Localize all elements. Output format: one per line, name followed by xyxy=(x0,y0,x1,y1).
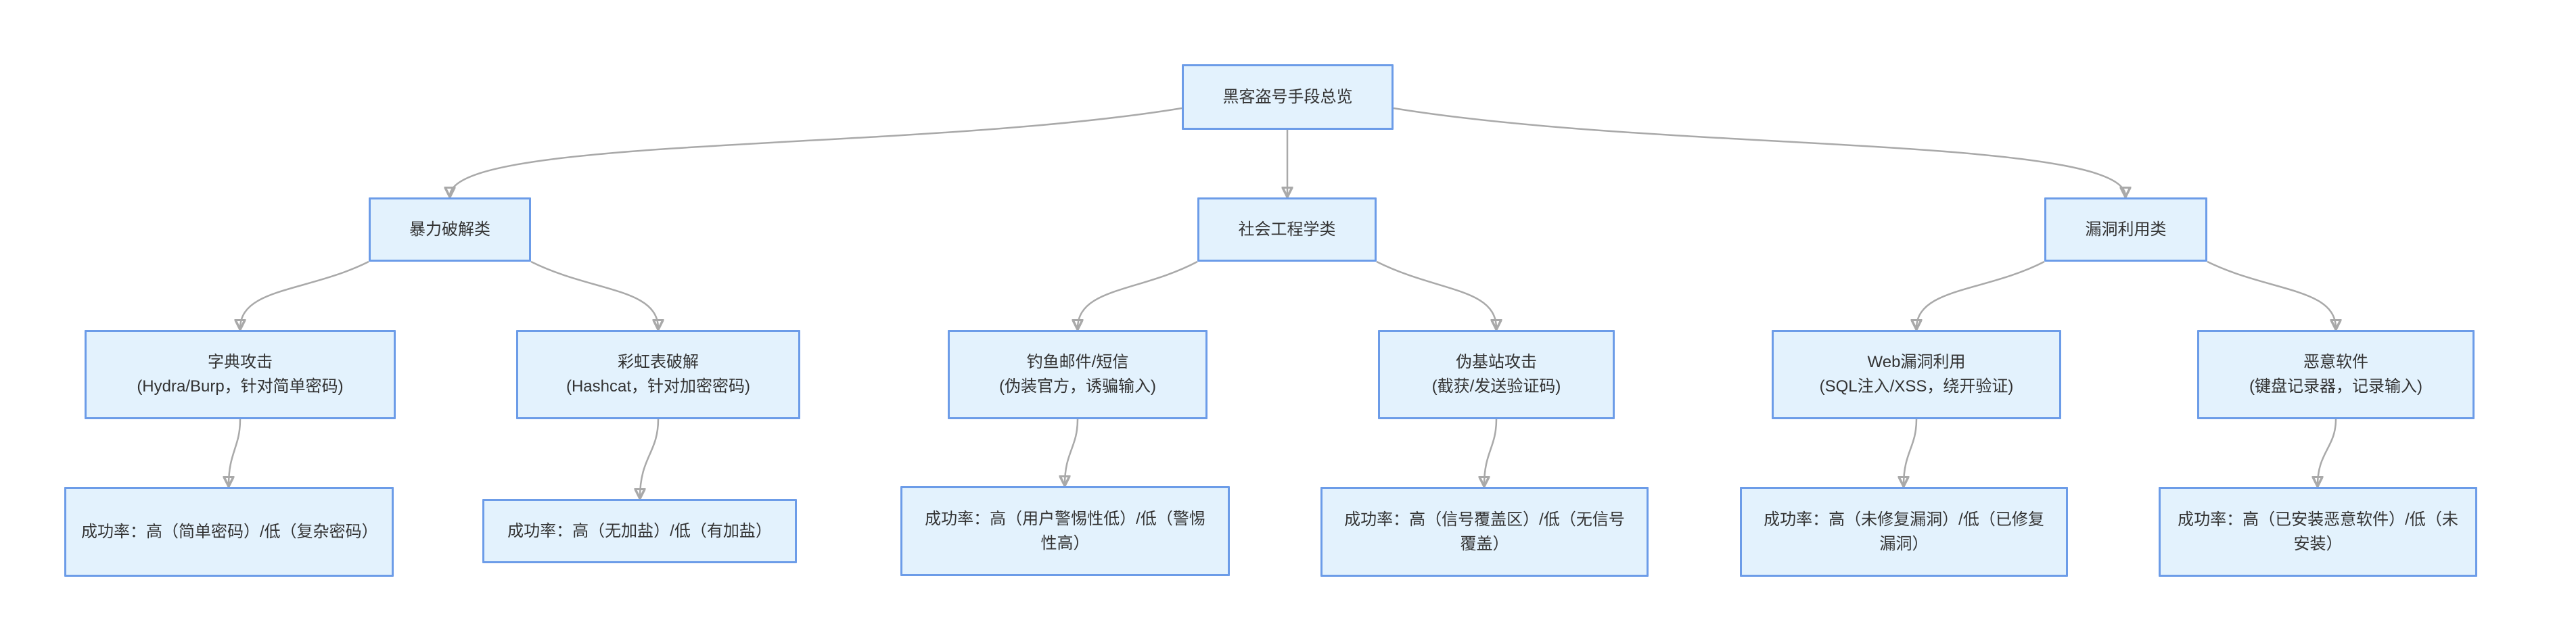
edge-vulnerability-to-malware xyxy=(2207,260,2336,329)
category-social-engineering-label: 社会工程学类 xyxy=(1238,220,1336,239)
method-fake-base-station-detail: (截获/发送验证码) xyxy=(1431,377,1561,396)
node-method-rainbow-table: 彩虹表破解 (Hashcat，针对加密密码) xyxy=(516,330,800,419)
success-dictionary-label: 成功率：高（简单密码）/低（复杂密码） xyxy=(81,522,378,541)
method-dictionary-attack-detail: (Hydra/Burp，针对简单密码) xyxy=(137,377,344,396)
method-dictionary-attack-name: 字典攻击 xyxy=(208,353,273,371)
node-category-vulnerability: 漏洞利用类 xyxy=(2044,197,2207,262)
edge-root-to-brute-force xyxy=(450,107,1182,196)
edge-brute-force-to-dictionary xyxy=(240,260,369,329)
edge-web-exploit-to-success xyxy=(1904,419,1918,485)
method-rainbow-table-detail: (Hashcat，针对加密密码) xyxy=(566,377,751,396)
method-web-exploit-name: Web漏洞利用 xyxy=(1867,353,1966,371)
method-rainbow-table-name: 彩虹表破解 xyxy=(618,353,699,371)
edge-fake-base-station-to-success xyxy=(1484,419,1498,485)
node-success-malware: 成功率：高（已安装恶意软件）/低（未安装） xyxy=(2159,487,2477,577)
node-success-web-exploit: 成功率：高（未修复漏洞）/低（已修复漏洞） xyxy=(1740,487,2068,577)
edge-social-to-fake-base-station xyxy=(1376,260,1496,329)
node-success-rainbow-table: 成功率：高（无加盐）/低（有加盐） xyxy=(482,499,797,563)
method-web-exploit-detail: (SQL注入/XSS，绕开验证) xyxy=(1819,377,2014,396)
category-brute-force-label: 暴力破解类 xyxy=(409,220,490,239)
node-success-fake-base-station: 成功率：高（信号覆盖区）/低（无信号覆盖） xyxy=(1320,487,1649,577)
success-malware-label: 成功率：高（已安装恶意软件）/低（未安装） xyxy=(2178,510,2458,553)
node-method-phishing: 钓鱼邮件/短信 (伪装官方，诱骗输入) xyxy=(948,330,1208,419)
node-method-dictionary-attack: 字典攻击 (Hydra/Burp，针对简单密码) xyxy=(85,330,396,419)
edge-rainbow-table-to-success xyxy=(640,419,660,498)
node-category-social-engineering: 社会工程学类 xyxy=(1197,197,1377,262)
edge-malware-to-success xyxy=(2318,419,2337,485)
edge-phishing-to-success xyxy=(1065,419,1079,485)
method-malware-detail: (键盘记录器，记录输入) xyxy=(2249,377,2422,396)
node-method-fake-base-station: 伪基站攻击 (截获/发送验证码) xyxy=(1378,330,1615,419)
edge-brute-force-to-rainbow-table xyxy=(530,260,658,329)
edge-root-to-vulnerability xyxy=(1393,107,2125,196)
edge-social-to-phishing xyxy=(1078,260,1198,329)
category-vulnerability-label: 漏洞利用类 xyxy=(2085,220,2167,239)
node-success-phishing: 成功率：高（用户警惕性低）/低（警惕性高） xyxy=(900,486,1230,576)
method-phishing-detail: (伪装官方，诱骗输入) xyxy=(999,377,1156,396)
method-phishing-name: 钓鱼邮件/短信 xyxy=(1026,353,1129,371)
success-fake-base-station-label: 成功率：高（信号覆盖区）/低（无信号覆盖） xyxy=(1344,510,1625,553)
method-fake-base-station-name: 伪基站攻击 xyxy=(1456,353,1537,371)
node-success-dictionary: 成功率：高（简单密码）/低（复杂密码） xyxy=(64,487,394,577)
success-web-exploit-label: 成功率：高（未修复漏洞）/低（已修复漏洞） xyxy=(1764,510,2044,553)
node-root: 黑客盗号手段总览 xyxy=(1182,64,1394,130)
success-rainbow-table-label: 成功率：高（无加盐）/低（有加盐） xyxy=(507,521,772,540)
node-category-brute-force: 暴力破解类 xyxy=(369,197,531,262)
success-phishing-label: 成功率：高（用户警惕性低）/低（警惕性高） xyxy=(925,509,1205,552)
method-malware-name: 恶意软件 xyxy=(2303,353,2368,371)
edge-dictionary-to-success xyxy=(229,419,242,485)
node-root-label: 黑客盗号手段总览 xyxy=(1222,87,1353,106)
node-method-web-exploit: Web漏洞利用 (SQL注入/XSS，绕开验证) xyxy=(1772,330,2061,419)
edge-vulnerability-to-web-exploit xyxy=(1916,260,2045,329)
node-method-malware: 恶意软件 (键盘记录器，记录输入) xyxy=(2197,330,2475,419)
